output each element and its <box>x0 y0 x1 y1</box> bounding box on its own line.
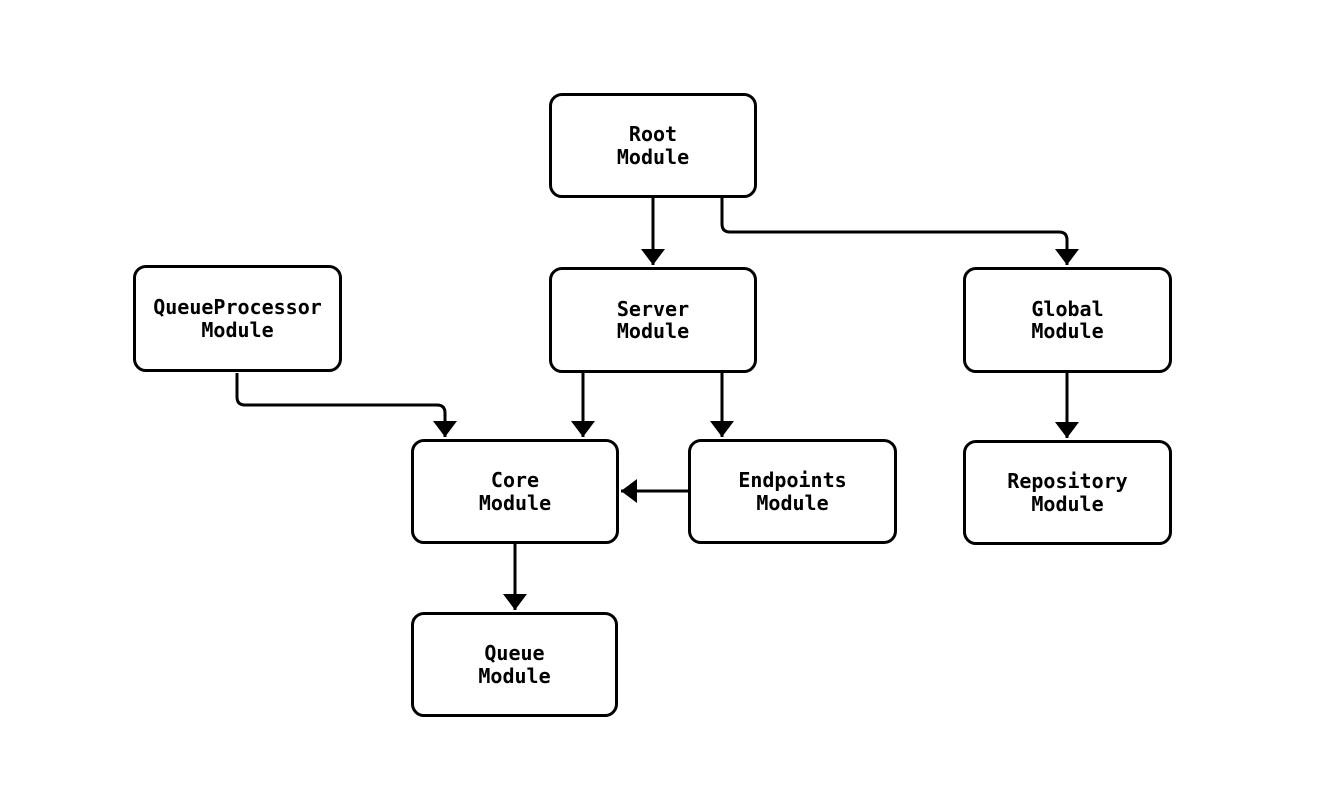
node-repository-module: Repository Module <box>963 440 1172 545</box>
node-global-module: Global Module <box>963 267 1172 373</box>
node-global-module-label: Global Module <box>1031 296 1104 343</box>
node-repository-module-label: Repository Module <box>1007 469 1128 516</box>
node-core-module-label: Core Module <box>478 468 552 515</box>
node-root-module: Root Module <box>549 93 757 198</box>
node-endpoints-module-label: Endpoints Module <box>738 468 847 515</box>
edge-queueprocessor-to-core <box>235 373 457 437</box>
edge-root-to-global <box>720 198 1079 265</box>
node-queueprocessor-module: QueueProcessor Module <box>133 265 342 372</box>
node-queueprocessor-module-label: QueueProcessor Module <box>153 295 322 342</box>
node-root-module-label: Root Module <box>616 122 690 169</box>
node-queue-module: Queue Module <box>411 612 618 717</box>
node-server-module-label: Server Module <box>616 296 690 343</box>
node-endpoints-module: Endpoints Module <box>688 439 897 544</box>
node-server-module: Server Module <box>549 267 757 373</box>
node-core-module: Core Module <box>411 439 619 544</box>
node-queue-module-label: Queue Module <box>478 641 551 688</box>
